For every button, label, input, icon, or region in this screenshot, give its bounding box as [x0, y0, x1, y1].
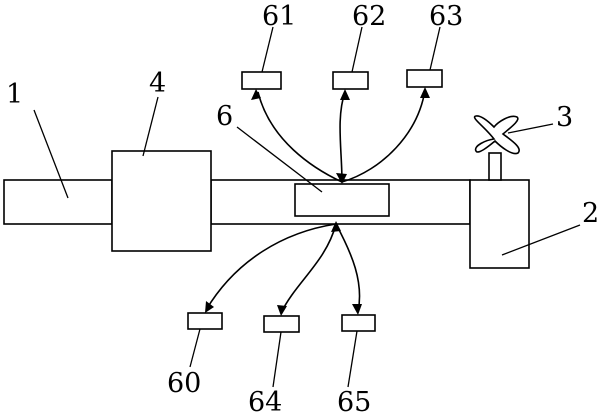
label-2: 2: [582, 198, 599, 229]
sensor-61-box: [241, 71, 282, 90]
label-63: 63: [429, 1, 463, 32]
arrowhead-6-top: [336, 173, 347, 184]
leader-6: [236, 126, 323, 193]
label-6: 6: [216, 101, 233, 132]
arrowhead-62: [340, 89, 350, 100]
link-to-sensor-60: [205, 223, 337, 311]
sensor-65-box: [341, 314, 376, 332]
terminal-2: [469, 179, 530, 269]
leader-4: [142, 96, 159, 157]
label-62: 62: [352, 1, 386, 32]
leader-3: [507, 123, 554, 134]
arrowhead-61: [251, 89, 261, 100]
label-4: 4: [149, 68, 166, 99]
pipe-left-segment: [3, 179, 113, 225]
label-65: 65: [337, 387, 371, 416]
sensor-62-box: [332, 71, 369, 90]
leader-60: [189, 328, 201, 368]
leader-61: [261, 26, 274, 73]
central-unit-6: [294, 183, 390, 217]
sensor-60-box: [187, 312, 223, 330]
label-60: 60: [167, 368, 201, 399]
label-64: 64: [248, 387, 282, 416]
arrowhead-60: [205, 301, 214, 313]
arrowhead-65: [352, 304, 362, 315]
link-to-sensor-62: [339, 91, 346, 183]
leader-65: [347, 330, 358, 388]
link-to-sensor-65: [335, 223, 361, 313]
label-1: 1: [6, 79, 23, 110]
valve-stem: [488, 152, 502, 181]
block-4: [111, 150, 212, 252]
label-3: 3: [556, 102, 573, 133]
link-to-sensor-63: [341, 89, 426, 183]
valve-handle: [473, 115, 520, 155]
sensor-63-box: [406, 69, 443, 88]
leader-2: [501, 224, 581, 256]
link-to-sensor-61: [257, 91, 343, 183]
leader-62: [351, 26, 363, 73]
arrowhead-63: [420, 87, 430, 98]
label-61: 61: [262, 1, 296, 32]
arrowhead-6-bottom: [331, 221, 341, 232]
leader-64: [272, 331, 282, 388]
sensor-64-box: [263, 315, 300, 333]
leader-1: [33, 109, 69, 199]
link-to-sensor-64: [280, 223, 337, 314]
leader-63: [429, 26, 441, 71]
arrowhead-64: [277, 305, 287, 316]
